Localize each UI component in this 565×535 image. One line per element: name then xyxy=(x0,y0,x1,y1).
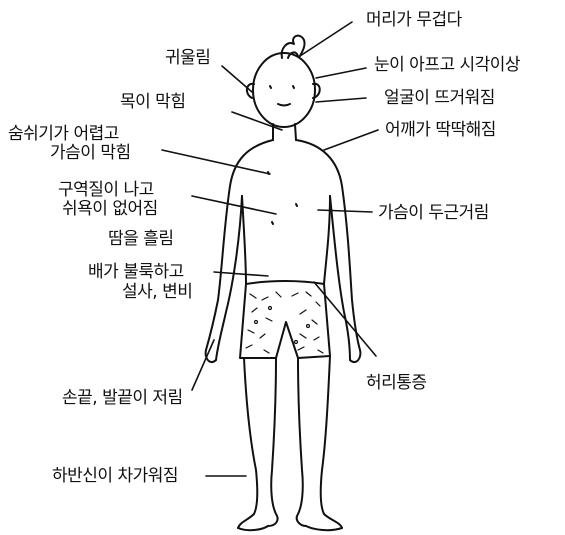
label-shoulder-stiff: 어깨가 딱딱해짐 xyxy=(385,120,496,140)
torso-right xyxy=(324,196,330,284)
label-lower-cold: 하반신이 차가워짐 xyxy=(52,466,178,486)
leader-belly xyxy=(214,272,268,276)
leader-throat xyxy=(232,112,282,130)
right-eye xyxy=(293,86,294,88)
right-foot xyxy=(306,526,342,530)
label-nausea-line2: 쉬욕이 없어짐 xyxy=(62,199,158,219)
leader-eye xyxy=(316,68,366,78)
label-sweating: 땀을 흘림 xyxy=(108,229,173,249)
label-palpitation: 가슴이 두근거림 xyxy=(378,203,489,223)
leader-heart xyxy=(318,210,372,212)
torso-left xyxy=(242,196,246,284)
leader-head xyxy=(300,22,352,56)
label-breath-line2: 가슴이 막힘 xyxy=(50,143,131,163)
label-eye-pain: 눈이 아프고 시각이상 xyxy=(374,55,520,75)
label-belly-line1: 배가 불룩하고 xyxy=(88,262,184,282)
label-belly-line2: 설사, 변비 xyxy=(122,282,192,302)
neck-right xyxy=(295,124,296,140)
left-leg-outer xyxy=(238,358,257,528)
head-outline xyxy=(253,53,315,127)
leader-ear xyxy=(222,66,252,92)
chest-mark-right xyxy=(296,204,297,206)
navel xyxy=(272,222,273,224)
label-nausea-line1: 구역질이 나고 xyxy=(58,180,154,200)
label-back-pain: 허리통증 xyxy=(366,373,427,393)
leader-lines xyxy=(162,22,378,476)
label-head-heavy: 머리가 무겁다 xyxy=(366,10,462,30)
label-numbness: 손끝, 발끝이 저림 xyxy=(62,388,183,408)
left-leg-inner xyxy=(268,358,278,526)
shorts-outline xyxy=(240,281,330,358)
left-eye xyxy=(270,86,271,88)
leader-shoulder xyxy=(324,130,378,150)
leader-back xyxy=(314,282,376,356)
right-leg-inner xyxy=(297,358,306,526)
leader-hand xyxy=(192,340,214,390)
nose-mouth xyxy=(278,104,290,106)
label-tinnitus: 귀울림 xyxy=(165,48,210,68)
label-face-hot: 얼굴이 뜨거워짐 xyxy=(384,88,495,108)
label-breath-line1: 숨쉬기가 어렵고 xyxy=(8,124,119,144)
left-foot xyxy=(238,526,268,530)
label-throat-blocked: 목이 막힘 xyxy=(120,92,185,112)
leader-face xyxy=(316,98,366,102)
left-arm-outer xyxy=(206,140,273,362)
right-leg-outer xyxy=(321,356,342,528)
leader-stomach xyxy=(192,196,276,214)
shorts-pattern xyxy=(246,292,323,353)
leader-chest xyxy=(162,150,270,174)
